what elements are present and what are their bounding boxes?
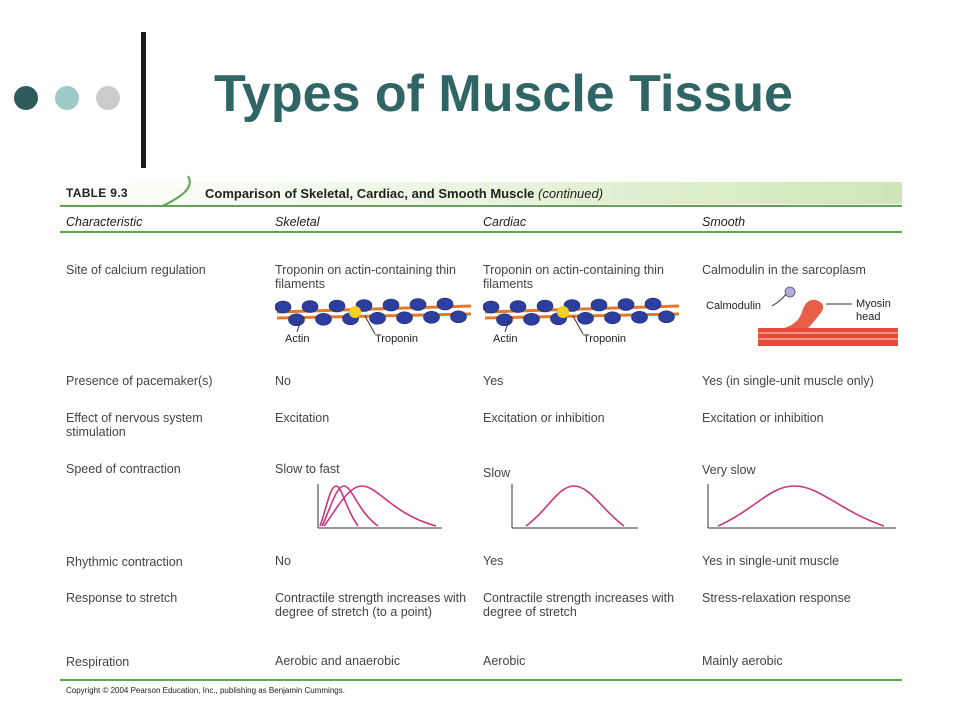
smooth-calmodulin-figure: Calmodulin Myosin head	[706, 286, 898, 346]
cell-nervous-smooth: Excitation or inhibition	[702, 411, 824, 425]
skeletal-thin-filament-figure: Actin Troponin	[275, 297, 472, 345]
cell-respiration-skeletal: Aerobic and anaerobic	[275, 654, 401, 668]
cell-calcium-skeletal: Troponin on actin-containing thin filame…	[275, 263, 456, 291]
cell-speed-skeletal: Slow to fast	[275, 462, 340, 476]
actin-bead	[355, 299, 373, 312]
col-header-skeletal: Skeletal	[275, 215, 320, 229]
copyright-notice: Copyright © 2004 Pearson Education, Inc.…	[66, 686, 345, 695]
rule-bottom	[60, 679, 902, 681]
troponin-label: Troponin	[375, 333, 418, 345]
actin-bead	[658, 310, 675, 324]
skeletal-twitch-curves	[317, 484, 442, 529]
col-header-characteristic: Characteristic	[66, 215, 143, 229]
table-header-band	[60, 182, 902, 204]
cell-nervous-cardiac: Excitation or inhibition	[483, 411, 605, 425]
actin-bead	[396, 311, 413, 325]
actin-bead	[409, 298, 427, 311]
calmodulin-marker	[784, 286, 796, 298]
actin-bead	[496, 313, 513, 327]
actin-bead	[301, 300, 319, 313]
actin-bead	[590, 298, 608, 312]
cardiac-twitch-curve	[511, 484, 638, 529]
cell-nervous-characteristic: Effect of nervous system stimulation	[66, 411, 203, 439]
bullet-dot-light-teal	[55, 86, 79, 110]
actin-bead	[644, 297, 662, 311]
cell-rhythmic-smooth: Yes in single-unit muscle	[702, 554, 840, 568]
bullet-dot-dark	[14, 86, 38, 110]
col-header-smooth: Smooth	[702, 215, 746, 229]
cell-stretch-skeletal: Contractile strength increases with degr…	[275, 591, 467, 619]
title-divider-bar	[141, 32, 146, 168]
troponin-marker	[349, 306, 361, 318]
rule-header	[60, 231, 902, 233]
cell-calcium-characteristic: Site of calcium regulation	[66, 263, 206, 277]
myosin-filament	[758, 328, 898, 346]
troponin-marker	[557, 306, 569, 318]
slide-title: Types of Muscle Tissue	[214, 65, 793, 123]
table-caption-suffix: (continued)	[538, 186, 604, 201]
actin-bead	[617, 298, 635, 311]
cell-speed-characteristic: Speed of contraction	[66, 462, 181, 476]
actin-bead	[288, 313, 305, 327]
comparison-table: TABLE 9.3 Comparison of Skeletal, Cardia…	[60, 172, 906, 712]
cell-rhythmic-cardiac: Yes	[483, 554, 504, 568]
table-caption-text: Comparison of Skeletal, Cardiac, and Smo…	[205, 186, 535, 201]
cell-stretch-smooth: Stress-relaxation response	[702, 591, 851, 605]
actin-bead	[275, 300, 292, 314]
cell-respiration-cardiac: Aerobic	[483, 654, 526, 668]
cell-speed-cardiac: Slow	[483, 466, 511, 480]
col-header-cardiac: Cardiac	[483, 215, 527, 229]
calmodulin-label: Calmodulin	[706, 300, 761, 312]
actin-label: Actin	[285, 333, 309, 345]
actin-bead	[436, 297, 454, 311]
cell-respiration-characteristic: Respiration	[66, 655, 130, 669]
table-swoosh-icon	[161, 175, 191, 207]
actin-bead	[483, 300, 500, 314]
table-number: TABLE 9.3	[66, 186, 128, 200]
head-label: head	[856, 311, 880, 323]
actin-bead	[523, 312, 540, 326]
cell-rhythmic-characteristic: Rhythmic contraction	[66, 555, 183, 569]
actin-bead	[369, 311, 386, 325]
cardiac-thin-filament-figure: Actin Troponin	[483, 297, 680, 345]
cell-stretch-characteristic: Response to stretch	[66, 591, 178, 605]
troponin-label: Troponin	[583, 333, 626, 345]
cell-calcium-smooth: Calmodulin in the sarcoplasm	[702, 263, 866, 277]
cell-pacemaker-characteristic: Presence of pacemaker(s)	[66, 374, 213, 388]
myosin-head-shape	[784, 299, 824, 328]
cell-respiration-smooth: Mainly aerobic	[702, 654, 783, 668]
cell-nervous-skeletal: Excitation	[275, 411, 330, 425]
actin-bead	[577, 311, 594, 325]
actin-bead	[423, 310, 440, 324]
actin-bead	[536, 299, 554, 313]
cell-rhythmic-skeletal: No	[275, 554, 291, 568]
smooth-twitch-curve	[707, 484, 896, 529]
table-caption: Comparison of Skeletal, Cardiac, and Smo…	[205, 186, 603, 201]
actin-bead	[450, 310, 467, 324]
actin-bead	[563, 299, 581, 312]
cell-speed-smooth: Very slow	[702, 463, 756, 477]
cell-stretch-cardiac: Contractile strength increases with degr…	[483, 591, 675, 619]
cell-pacemaker-cardiac: Yes	[483, 374, 504, 388]
actin-label: Actin	[493, 333, 517, 345]
actin-bead	[315, 312, 332, 326]
cell-pacemaker-skeletal: No	[275, 374, 291, 388]
actin-bead	[328, 299, 346, 313]
cell-calcium-cardiac: Troponin on actin-containing thin filame…	[483, 263, 664, 291]
actin-bead	[604, 311, 621, 325]
myosin-label: Myosin	[856, 298, 891, 310]
actin-bead	[382, 298, 400, 312]
bullet-dot-gray	[96, 86, 120, 110]
rule-top	[60, 205, 902, 207]
cell-pacemaker-smooth: Yes (in single-unit muscle only)	[702, 374, 874, 388]
actin-bead	[631, 310, 648, 324]
actin-bead	[509, 300, 527, 313]
